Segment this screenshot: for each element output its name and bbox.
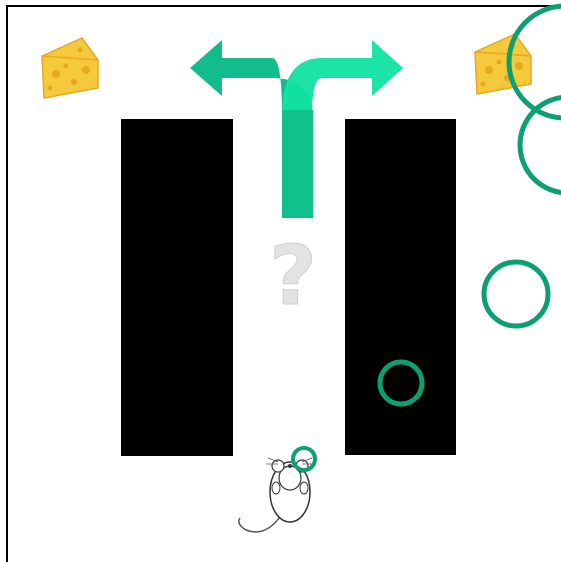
right-wall — [345, 119, 456, 455]
cheese-icon — [41, 37, 99, 99]
ring-marker — [377, 359, 425, 407]
fork-arrow-icon — [190, 40, 403, 218]
left-wall — [121, 119, 233, 456]
cheese-icon — [474, 33, 532, 95]
ring-marker — [517, 95, 561, 195]
arrow-stem — [282, 110, 313, 218]
left-arrow-branch — [190, 40, 312, 215]
mouse-icon — [238, 457, 314, 533]
ring-marker — [291, 446, 317, 472]
right-arrow-branch — [282, 40, 403, 215]
ring-marker — [506, 3, 561, 121]
question-mark: ? — [269, 229, 317, 324]
ring-marker — [481, 259, 551, 329]
